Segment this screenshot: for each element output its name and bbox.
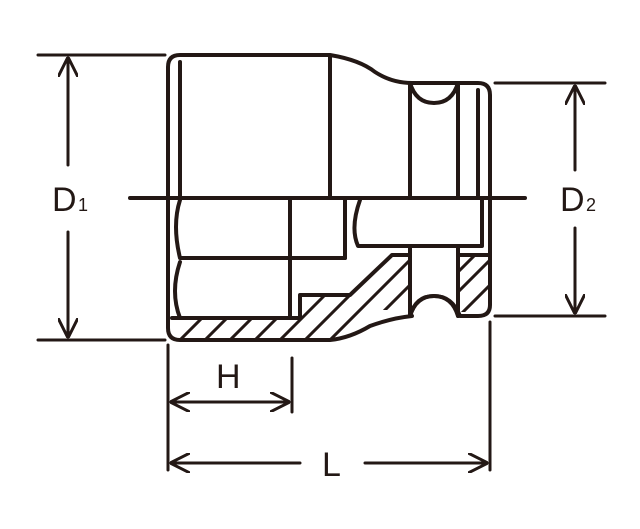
d1-subscript: 1 (78, 195, 88, 215)
d2-label: D (560, 181, 585, 219)
dimension-d1: D 1 (36, 53, 167, 342)
dimension-l: L (169, 320, 492, 484)
l-label: L (322, 446, 341, 484)
dimension-d2: D 2 (493, 81, 607, 318)
h-label: H (216, 358, 241, 396)
d2-subscript: 2 (586, 195, 596, 215)
dimension-h: H (166, 343, 294, 472)
socket-section (170, 198, 490, 340)
d1-label: D (52, 181, 77, 219)
